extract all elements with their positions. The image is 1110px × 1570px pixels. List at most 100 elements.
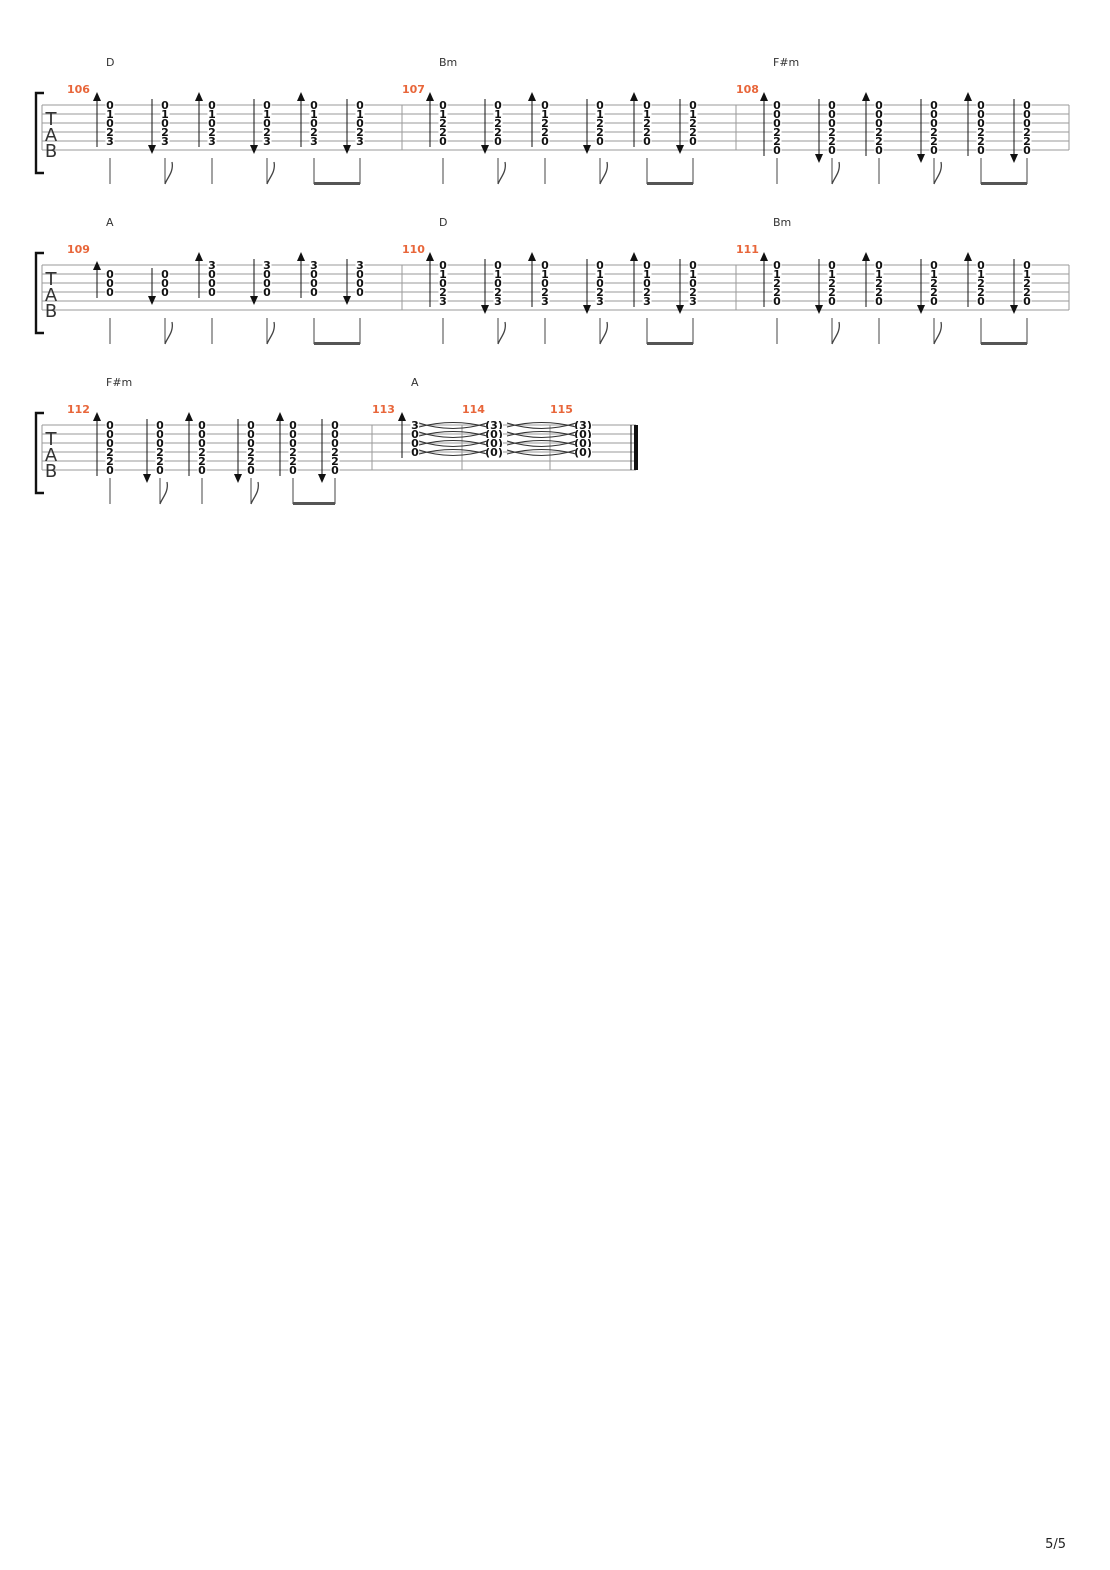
chord-name: Bm — [773, 216, 791, 229]
fret-backdrop — [207, 287, 217, 297]
fret-backdrop — [827, 136, 837, 146]
eighth-flag — [933, 321, 943, 345]
fret-backdrop — [827, 109, 837, 119]
chord-name: Bm — [439, 56, 457, 69]
eighth-flag — [250, 481, 260, 505]
fret-number: 0 — [773, 99, 781, 112]
fret-backdrop — [976, 109, 986, 119]
fret-number: 0 — [356, 117, 364, 130]
fret-number: 1 — [977, 268, 985, 281]
fret-backdrop — [595, 269, 605, 279]
tab-clef-letter: B — [45, 301, 57, 322]
fret-number: 0 — [106, 117, 114, 130]
fret-backdrop — [976, 296, 986, 306]
fret-number: 1 — [1023, 268, 1031, 281]
fret-backdrop — [438, 118, 448, 128]
fret-number: 2 — [208, 126, 216, 139]
fret-backdrop — [493, 100, 503, 110]
fret-backdrop — [262, 100, 272, 110]
fret-backdrop — [355, 269, 365, 279]
fret-number: 2 — [439, 117, 447, 130]
fret-number: 0 — [161, 99, 169, 112]
fret-backdrop — [540, 287, 550, 297]
strum-up-arrowhead — [195, 92, 203, 101]
fret-number: 0 — [263, 277, 271, 290]
fret-backdrop — [874, 145, 884, 155]
fret-number: (3) — [485, 419, 503, 432]
fret-number: 1 — [643, 268, 651, 281]
fret-number: 3 — [310, 135, 318, 148]
tie-arc — [506, 431, 577, 437]
fret-backdrop — [1022, 296, 1032, 306]
strum-down-arrowhead — [343, 145, 351, 154]
fret-number: 0 — [106, 428, 114, 441]
fret-backdrop — [595, 260, 605, 270]
strum-down-arrowhead — [143, 474, 151, 483]
fret-backdrop — [438, 100, 448, 110]
fret-number: 0 — [198, 437, 206, 450]
system-bracket — [34, 251, 44, 335]
fret-backdrop — [288, 447, 298, 457]
fret-backdrop — [197, 447, 207, 457]
fret-backdrop — [929, 296, 939, 306]
fret-backdrop — [493, 269, 503, 279]
fret-number: 3 — [310, 259, 318, 272]
fret-number: 0 — [596, 135, 604, 148]
strum-down-arrowhead — [481, 305, 489, 314]
fret-number: 3 — [106, 135, 114, 148]
fret-number: 0 — [930, 99, 938, 112]
fret-backdrop — [827, 260, 837, 270]
strum-up-arrowhead — [195, 252, 203, 261]
fret-backdrop — [493, 278, 503, 288]
fret-number: 1 — [773, 268, 781, 281]
fret-number: 0 — [930, 259, 938, 272]
fret-number: 0 — [643, 277, 651, 290]
eighth-flag — [497, 161, 507, 185]
fret-number: 0 — [331, 428, 339, 441]
tie-arc — [418, 431, 488, 438]
fret-backdrop — [772, 278, 782, 288]
fret-backdrop — [197, 456, 207, 466]
fret-backdrop — [827, 296, 837, 306]
fret-number: 2 — [247, 455, 255, 468]
strum-down-arrowhead — [676, 305, 684, 314]
fret-backdrop — [874, 127, 884, 137]
fret-backdrop — [827, 145, 837, 155]
fret-number: 0 — [977, 144, 985, 157]
fret-backdrop — [355, 109, 365, 119]
fret-backdrop — [155, 429, 165, 439]
fret-number: 1 — [356, 108, 364, 121]
fret-number: 0 — [828, 259, 836, 272]
fret-backdrop — [688, 296, 698, 306]
fret-backdrop — [246, 420, 256, 430]
strum-down-arrowhead — [815, 305, 823, 314]
fret-number: 2 — [494, 126, 502, 139]
fret-backdrop — [493, 118, 503, 128]
fret-backdrop — [874, 109, 884, 119]
fret-number: 2 — [198, 455, 206, 468]
fret-backdrop — [772, 145, 782, 155]
fret-number: (3) — [574, 419, 592, 432]
strum-up-arrowhead — [862, 252, 870, 261]
fret-backdrop — [642, 127, 652, 137]
fret-number: 0 — [156, 437, 164, 450]
measure-number: 113 — [372, 403, 395, 416]
fret-number: 1 — [596, 108, 604, 121]
fret-backdrop — [642, 260, 652, 270]
measure: 108F#m0002200002200002200002200002200002… — [736, 56, 1070, 185]
fret-number: 0 — [247, 428, 255, 441]
fret-backdrop — [155, 447, 165, 457]
fret-backdrop — [355, 136, 365, 146]
fret-number: 3 — [263, 135, 271, 148]
fret-backdrop — [485, 420, 503, 430]
